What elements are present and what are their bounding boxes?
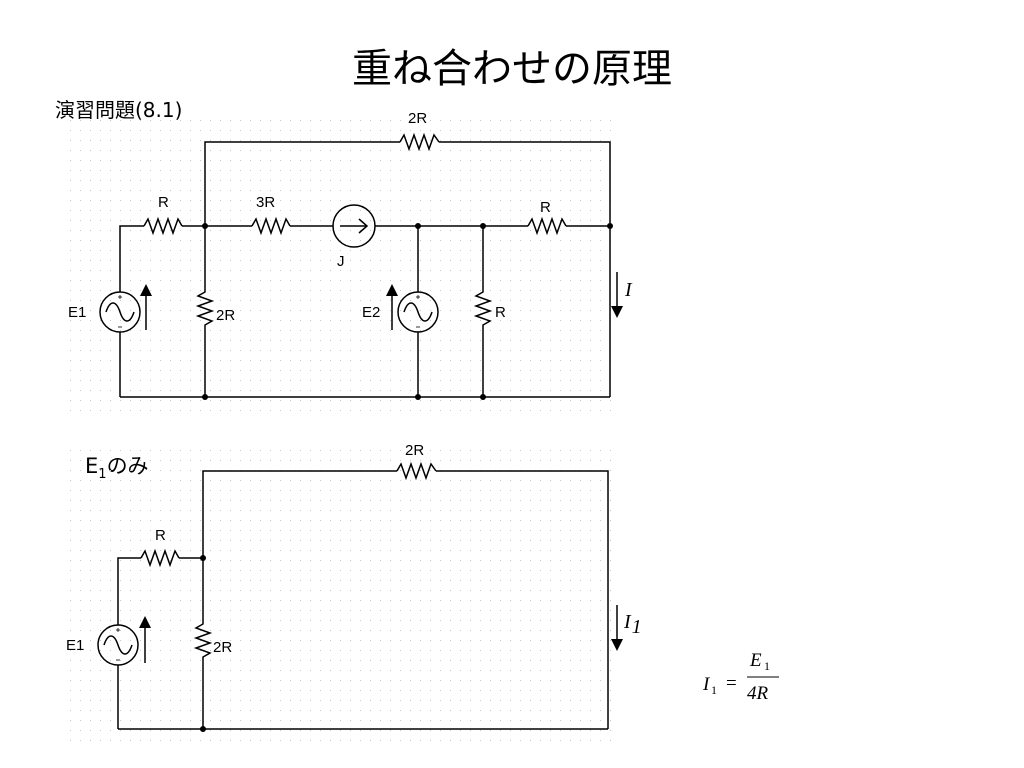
label-j: J bbox=[337, 253, 345, 270]
label-e2: E2 bbox=[362, 304, 380, 321]
label-e1-2: E1 bbox=[66, 637, 84, 654]
slide-title: 重ね合わせの原理 bbox=[352, 46, 672, 92]
label-2r-top-2: 2R bbox=[405, 442, 424, 459]
eq-lhs: I bbox=[702, 674, 711, 695]
junctions-2 bbox=[200, 555, 206, 732]
resistor-r-right bbox=[527, 216, 567, 236]
resistor-2r-shunt bbox=[195, 226, 215, 397]
label-current-i: I bbox=[624, 279, 633, 301]
e2-sine bbox=[403, 302, 433, 322]
e1-sine-2 bbox=[103, 635, 133, 655]
circuit-2 bbox=[97, 461, 623, 730]
resistor-r-shunt bbox=[473, 226, 493, 397]
eq-numerator: E bbox=[749, 650, 762, 671]
equation: I 1 = E 1 4R bbox=[702, 650, 779, 704]
label-current-i1: I1 bbox=[623, 611, 642, 638]
label-2r-shunt: 2R bbox=[216, 307, 235, 324]
resistor-2r-top-2 bbox=[396, 461, 437, 481]
resistor-2r-shunt-2 bbox=[193, 558, 213, 729]
wire-top bbox=[204, 141, 400, 226]
polarity-marks-1 bbox=[118, 295, 420, 328]
resistor-r-left bbox=[143, 216, 183, 236]
wire-e1-top-2 bbox=[117, 557, 141, 625]
junctions-1 bbox=[202, 223, 613, 400]
wire-top-right bbox=[439, 141, 611, 226]
label-current-i1-sub: 1 bbox=[632, 616, 642, 638]
resistor-3r bbox=[251, 216, 291, 236]
wire-e1-top bbox=[119, 225, 144, 292]
label-r-left: R bbox=[158, 194, 169, 211]
wire-top-2 bbox=[202, 470, 397, 558]
eq-denominator: 4R bbox=[747, 683, 769, 704]
grid-background-1 bbox=[70, 115, 620, 415]
wire-top-right-2 bbox=[436, 470, 609, 729]
label-current-i1-main: I bbox=[623, 611, 632, 633]
circuit-1 bbox=[99, 132, 623, 398]
label-r-right: R bbox=[540, 199, 551, 216]
label-r-left-2: R bbox=[155, 527, 166, 544]
label-r-shunt: R bbox=[495, 304, 506, 321]
label-e1: E1 bbox=[68, 304, 86, 321]
j-arrow-head bbox=[358, 218, 369, 234]
eq-numerator-sub: 1 bbox=[764, 659, 770, 673]
grid-background-2 bbox=[70, 445, 620, 745]
eq-lhs-sub: 1 bbox=[711, 683, 717, 697]
resistor-r-left-2 bbox=[140, 548, 180, 568]
label-2r-top: 2R bbox=[408, 110, 427, 127]
label-2r-shunt-2: 2R bbox=[213, 639, 232, 656]
polarity-marks-2 bbox=[116, 628, 120, 661]
label-3r: 3R bbox=[256, 194, 275, 211]
eq-equals: = bbox=[726, 673, 737, 694]
resistor-2r-top bbox=[399, 132, 440, 152]
e1-sine bbox=[105, 302, 135, 322]
